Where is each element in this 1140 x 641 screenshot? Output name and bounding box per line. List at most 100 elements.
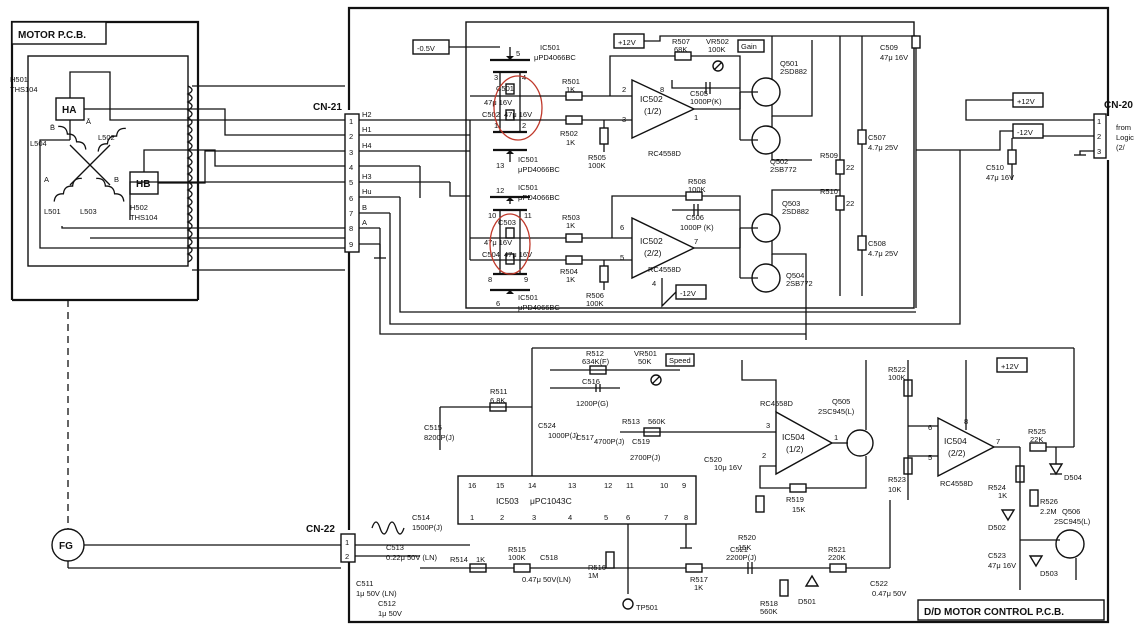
cn21-pin7: 7 — [349, 209, 353, 218]
sw-pin10: 10 — [488, 211, 496, 220]
r522-value: 100K — [888, 373, 906, 382]
r526-value: 2.2M — [1040, 507, 1057, 516]
ic503-pin15: 15 — [496, 481, 504, 490]
r511-label: R511 — [490, 387, 507, 396]
c522-value: 0.47μ 50V — [872, 589, 906, 598]
coil-l501: L501 — [44, 207, 61, 216]
ic502b-pin6: 6 — [620, 223, 624, 232]
r504-value: 1K — [566, 275, 575, 284]
c524-value: 1000P(J) — [548, 431, 579, 440]
coil-l502: L502 — [98, 133, 115, 142]
ic502b-sub: (2/2) — [644, 248, 662, 258]
r515-label: R515 — [508, 545, 526, 554]
ic504b-pin7: 7 — [996, 437, 1000, 446]
r508-value: 100K — [688, 185, 706, 194]
r514-label: R514 — [450, 555, 468, 564]
signal-h4: H4 — [362, 141, 372, 150]
q506-type: 2SC945(L) — [1054, 517, 1091, 526]
ic504a-pin1: 1 — [834, 433, 838, 442]
ic502a-sub: (1/2) — [644, 106, 662, 116]
c520-value: 10μ 16V — [714, 463, 742, 472]
r525-label: R525 — [1028, 427, 1046, 436]
ic503-label: IC503 — [496, 496, 519, 506]
sw-part-bot: μPD4066BC — [518, 303, 560, 312]
q503-type: 2SD882 — [782, 207, 809, 216]
r501-label: R501 — [562, 77, 580, 86]
r526-label: R526 — [1040, 497, 1058, 506]
ic503-pin14: 14 — [528, 481, 536, 490]
c510-label: C510 — [986, 163, 1004, 172]
c517-value: 4700P(J) — [594, 437, 625, 446]
c523-label: C523 — [988, 551, 1006, 560]
r505-value: 100K — [588, 161, 606, 170]
phase-b: B — [114, 175, 119, 184]
r509-value: 22 — [846, 163, 854, 172]
d503-label: D503 — [1040, 569, 1058, 578]
c511-label: C511 — [356, 579, 373, 588]
c512-value: 1μ 50V — [378, 609, 402, 618]
rail-neg05: -0.5V — [417, 44, 435, 53]
cn20-from: from — [1116, 123, 1131, 132]
cn20-from-sub: (2/ — [1116, 143, 1126, 152]
vr502-value: 100K — [708, 45, 726, 54]
output-ic504b: IC504 (2/2) RC4558D 6 5 7 8 R522 100K R5… — [888, 348, 1091, 590]
hall-a-label: HA — [62, 105, 76, 116]
ic504a-sub: (1/2) — [786, 444, 804, 454]
ic503-pin9: 9 — [682, 481, 686, 490]
cn21-pin9: 9 — [349, 240, 353, 249]
sw-ic501-bot: IC501 — [518, 293, 538, 302]
h501-label: H501 — [10, 75, 28, 84]
c503-label: C503 — [498, 218, 516, 227]
cn20-pin3: 3 — [1097, 147, 1101, 156]
ic502b-pin7: 7 — [694, 237, 698, 246]
c521-label: C521 — [730, 545, 748, 554]
q501-type: 2SD882 — [780, 67, 807, 76]
vr501-value: 50K — [638, 357, 651, 366]
c501-label: C501 — [496, 84, 514, 93]
c505-label: C505 — [690, 89, 708, 98]
ic504b-pin5: 5 — [928, 453, 932, 462]
ic503-pin13: 13 — [568, 481, 576, 490]
interconnect-wires — [379, 120, 961, 335]
sw-pin11: 11 — [524, 211, 532, 220]
c513-value: 0.22μ 50V (LN) — [386, 553, 438, 562]
c511-value: 1μ 50V (LN) — [356, 589, 397, 598]
ic502b-part: RC4558D — [648, 265, 682, 274]
r522-label: R522 — [888, 365, 906, 374]
rail-p12-top: +12V — [618, 38, 636, 47]
c514-value: 1500P(J) — [412, 523, 443, 532]
c522-label: C522 — [870, 579, 888, 588]
r506-value: 100K — [586, 299, 604, 308]
q504-label: Q504 — [786, 271, 804, 280]
c513-label: C513 — [386, 543, 404, 552]
cn22-pin2: 2 — [345, 552, 349, 561]
phase-b-bar: B̄ — [50, 123, 55, 132]
c514-label: C514 — [412, 513, 430, 522]
r510-value: 22 — [846, 199, 854, 208]
c506-value: 1000P (K) — [680, 223, 714, 232]
sw-pin5: 5 — [516, 49, 520, 58]
r510-label: R510 — [820, 187, 838, 196]
ic502a-pin2: 2 — [622, 85, 626, 94]
r513-label: R513 — [622, 417, 640, 426]
ic504b-part: RC4558D — [940, 479, 974, 488]
signal-b: B — [362, 203, 367, 212]
c512-label: C512 — [378, 599, 396, 608]
c504-value: 47μ 16V — [504, 250, 532, 259]
c521-value: 2200P(J) — [726, 553, 757, 562]
ic504a-part: RC4558D — [760, 399, 794, 408]
r512-value: 634K(F) — [582, 357, 610, 366]
r512-label: R512 — [586, 349, 604, 358]
r503-value: 1K — [566, 221, 575, 230]
c523-value: 47μ 16V — [988, 561, 1016, 570]
c502-value: 47μ 16V — [504, 110, 532, 119]
ic503-pin2: 2 — [500, 513, 504, 522]
sw-ic501-mid2: IC501 — [518, 183, 538, 192]
c506-label: C506 — [686, 213, 704, 222]
sw-part-mid2: μPD4066BC — [518, 193, 560, 202]
ic502a-label: IC502 — [640, 94, 663, 104]
ic504b-pin6: 6 — [928, 423, 932, 432]
ic504b-label: IC504 — [944, 436, 967, 446]
cn20-pin1: 1 — [1097, 117, 1101, 126]
